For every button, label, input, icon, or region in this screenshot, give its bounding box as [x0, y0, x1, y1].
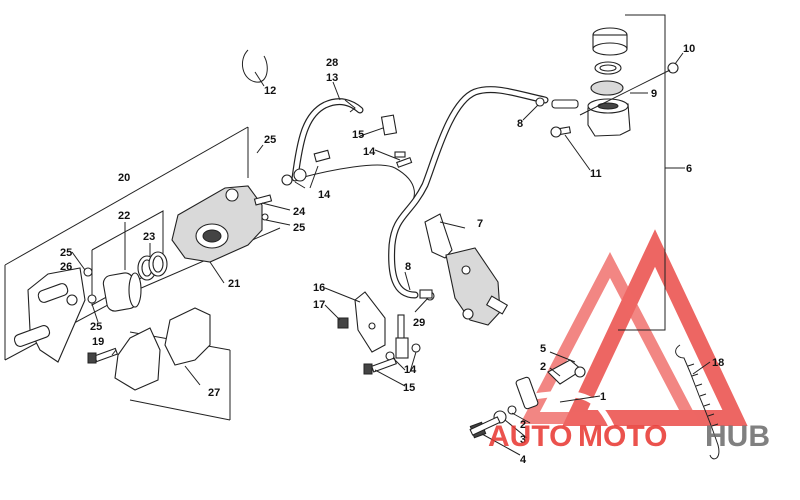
- callout-23: 23: [143, 231, 155, 243]
- reservoir-box: [618, 14, 666, 331]
- callout-9: 9: [651, 88, 657, 100]
- watermark-moto: MOTO: [578, 420, 667, 453]
- nut-10: [667, 62, 679, 74]
- callout-8-lower: 8: [405, 261, 411, 273]
- callout-14-lower: 14: [404, 364, 417, 376]
- callout-labels: 1 2 2 3 4 5 6 7 8 8 9 10 11 12 13 14 14 …: [60, 43, 724, 466]
- callout-2-upper: 2: [540, 361, 546, 373]
- callout-13: 13: [326, 72, 338, 84]
- leader-lines: [71, 52, 711, 456]
- spring-18: [675, 344, 720, 460]
- callout-8-upper: 8: [517, 118, 523, 130]
- washer-25-right: [261, 213, 269, 221]
- callout-11: 11: [590, 168, 602, 180]
- washer-14-upper: [396, 157, 413, 168]
- callout-25-caliper-side: 25: [293, 222, 305, 234]
- callout-20: 20: [118, 172, 130, 184]
- callout-27: 27: [208, 387, 220, 399]
- callout-1: 1: [600, 391, 606, 403]
- clip-12: [241, 49, 268, 83]
- bolt-15-lower: [363, 357, 398, 375]
- caliper-bracket: [13, 267, 86, 363]
- master-cylinder: [424, 213, 509, 326]
- watermark-hub: HUB: [705, 420, 770, 453]
- pushrod-29: [395, 289, 435, 359]
- callout-17: 17: [313, 299, 325, 311]
- callout-19: 19: [92, 336, 104, 348]
- callout-2-lower: 2: [520, 419, 526, 431]
- callout-25-caliper-top: 25: [264, 134, 276, 146]
- callout-5: 5: [540, 343, 546, 355]
- reservoir-hose-8: [388, 86, 549, 299]
- clip-28: [344, 99, 356, 113]
- caliper-body: [171, 185, 273, 263]
- callout-24: 24: [293, 206, 306, 218]
- screw-line: [579, 69, 671, 116]
- piston-and-seals: [102, 251, 168, 312]
- brake-pads: [114, 307, 211, 391]
- callout-7: 7: [477, 218, 483, 230]
- callout-29: 29: [413, 317, 425, 329]
- callout-3: 3: [520, 434, 526, 446]
- callout-15-upper: 15: [352, 129, 364, 141]
- brake-pedal: [469, 359, 629, 486]
- callout-10: 10: [683, 43, 695, 55]
- callout-14-upper: 14: [363, 146, 376, 158]
- banjo-fittings: [281, 97, 545, 186]
- washer-25b: [87, 294, 97, 304]
- washer-14b: [411, 343, 421, 353]
- bolt-19: [87, 347, 119, 364]
- callout-15-lower: 15: [403, 382, 415, 394]
- callout-26: 26: [60, 261, 72, 273]
- callout-6: 6: [686, 163, 692, 175]
- watermark-text: AUTO MOTO HUB: [488, 420, 770, 453]
- reservoir: [551, 27, 631, 137]
- callout-25-bracket-top: 25: [60, 247, 72, 259]
- callout-4: 4: [520, 454, 527, 466]
- callout-18: 18: [712, 357, 724, 369]
- callout-25-bracket-low: 25: [90, 321, 102, 333]
- screw-11: [550, 126, 572, 138]
- callout-28: 28: [326, 57, 338, 69]
- bracket-16: [337, 291, 386, 353]
- callout-22: 22: [118, 210, 130, 222]
- callout-16: 16: [313, 282, 325, 294]
- callout-14-mid: 14: [318, 189, 331, 201]
- callout-12: 12: [264, 85, 276, 97]
- watermark-auto: AUTO: [488, 420, 572, 453]
- washer-25: [83, 267, 93, 277]
- callout-21: 21: [228, 278, 240, 290]
